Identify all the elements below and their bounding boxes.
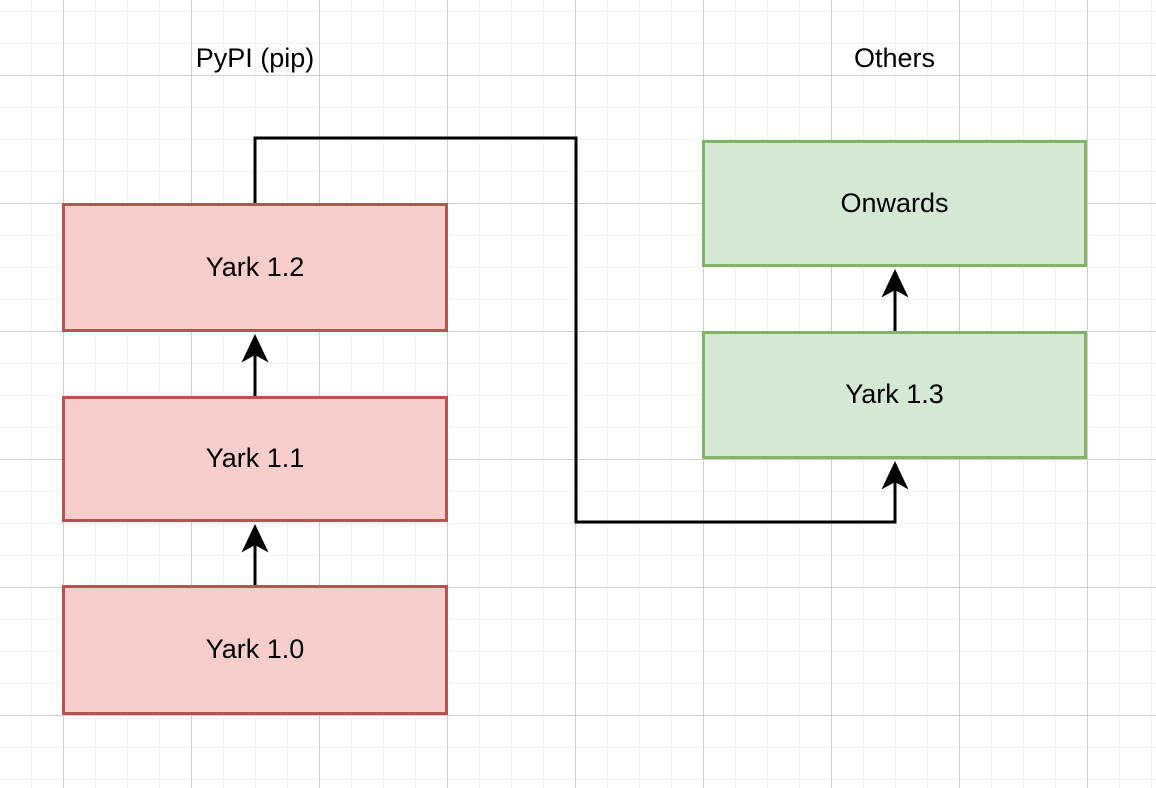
lane-title-pypi: PyPI (pip) (195, 43, 315, 73)
node-onwards[interactable]: Onwards (702, 140, 1087, 267)
node-label: Onwards (840, 187, 949, 218)
node-label: Yark 1.1 (205, 443, 305, 474)
node-yark-1-1[interactable]: Yark 1.1 (62, 396, 448, 522)
node-yark-1-3[interactable]: Yark 1.3 (702, 331, 1087, 459)
lane-title-others: Others (853, 43, 936, 73)
node-label: Yark 1.0 (205, 634, 305, 665)
node-label: Yark 1.2 (205, 251, 305, 282)
node-label: Yark 1.3 (845, 379, 944, 410)
node-yark-1-0[interactable]: Yark 1.0 (62, 585, 448, 715)
node-yark-1-2[interactable]: Yark 1.2 (62, 203, 448, 332)
